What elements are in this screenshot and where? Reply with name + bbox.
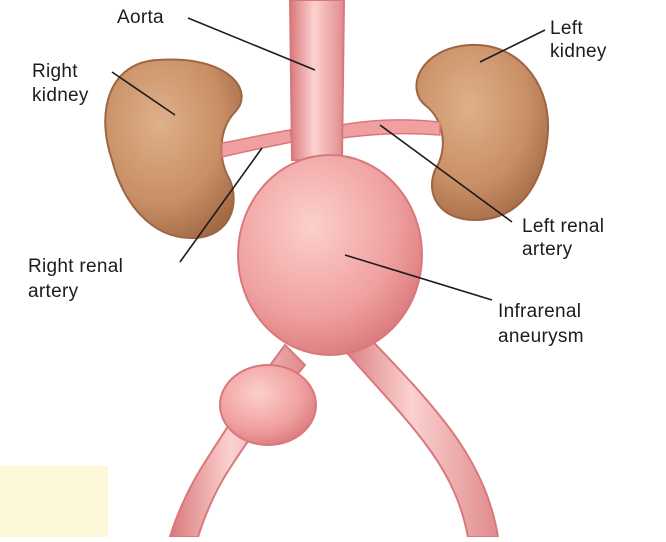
iliac-aneurysm-bulge xyxy=(220,365,316,445)
label-infrarenal-aneurysm-line2: aneurysm xyxy=(498,325,584,348)
infrarenal-aneurysm-bulge xyxy=(238,155,422,355)
label-aorta: Aorta xyxy=(117,6,164,29)
right-renal-artery-vessel xyxy=(222,130,292,157)
label-right-renal-artery-line1: Right renal xyxy=(28,255,123,278)
label-right-renal-artery-line2: artery xyxy=(28,280,78,303)
label-left-kidney-line1: Left xyxy=(550,17,583,40)
label-left-renal-artery-line2: artery xyxy=(522,238,572,261)
label-left-kidney-line2: kidney xyxy=(550,40,607,63)
right-kidney xyxy=(105,60,241,239)
label-right-kidney-line1: Right xyxy=(32,60,78,83)
label-right-kidney-line2: kidney xyxy=(32,84,89,107)
aorta-vessel xyxy=(290,0,344,160)
label-left-renal-artery-line1: Left renal xyxy=(522,215,604,238)
corner-highlight-box xyxy=(0,466,108,537)
label-infrarenal-aneurysm-line1: Infrarenal xyxy=(498,300,581,323)
left-renal-artery-vessel xyxy=(340,120,440,138)
left-iliac-artery xyxy=(340,330,498,537)
